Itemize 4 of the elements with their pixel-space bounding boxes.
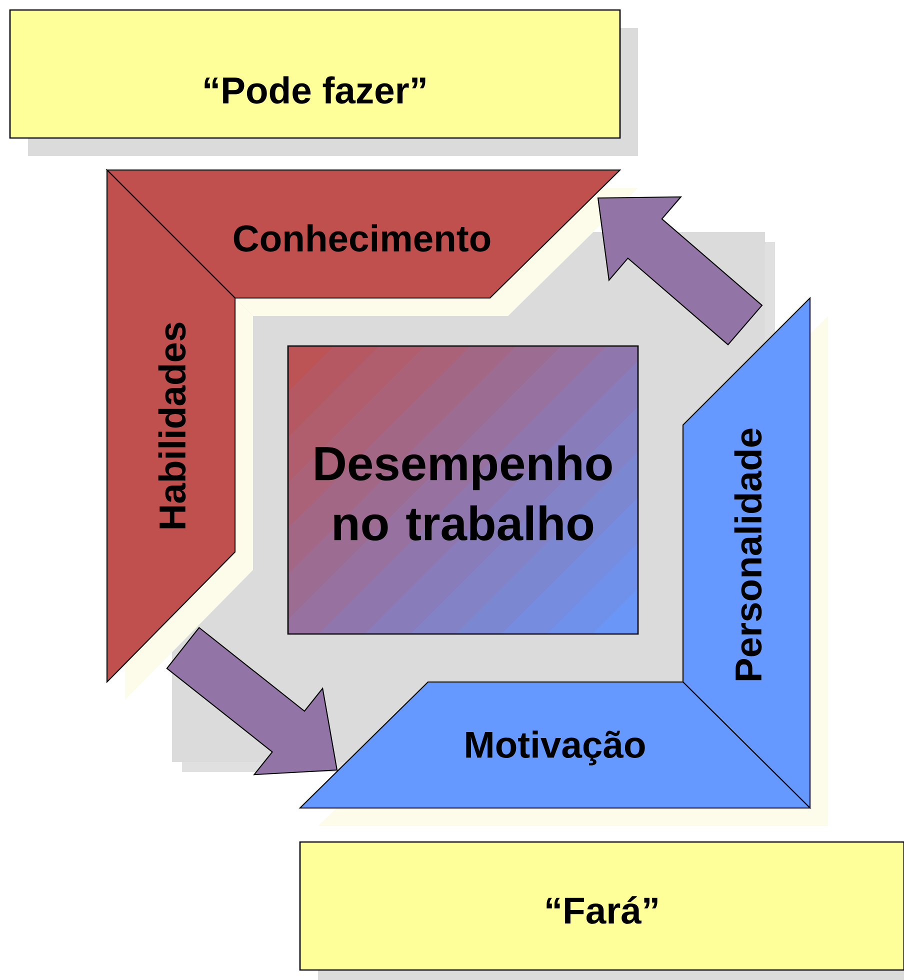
block-arrow [597,196,763,346]
center-square: Desempenho no trabalho [287,345,639,635]
label-box: “Fará” [299,841,904,980]
label-box: “Pode fazer” [9,9,638,156]
